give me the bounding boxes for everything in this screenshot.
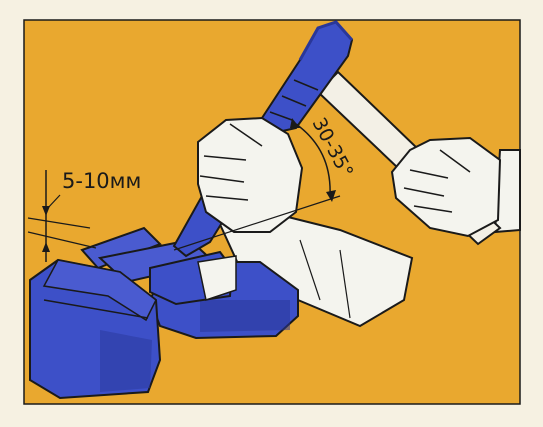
left-gloved-hand	[198, 118, 302, 232]
vise-jaw-shadow	[100, 330, 152, 392]
thickness-label: 5-10мм	[62, 169, 141, 193]
vise-back-shadow	[200, 300, 290, 332]
